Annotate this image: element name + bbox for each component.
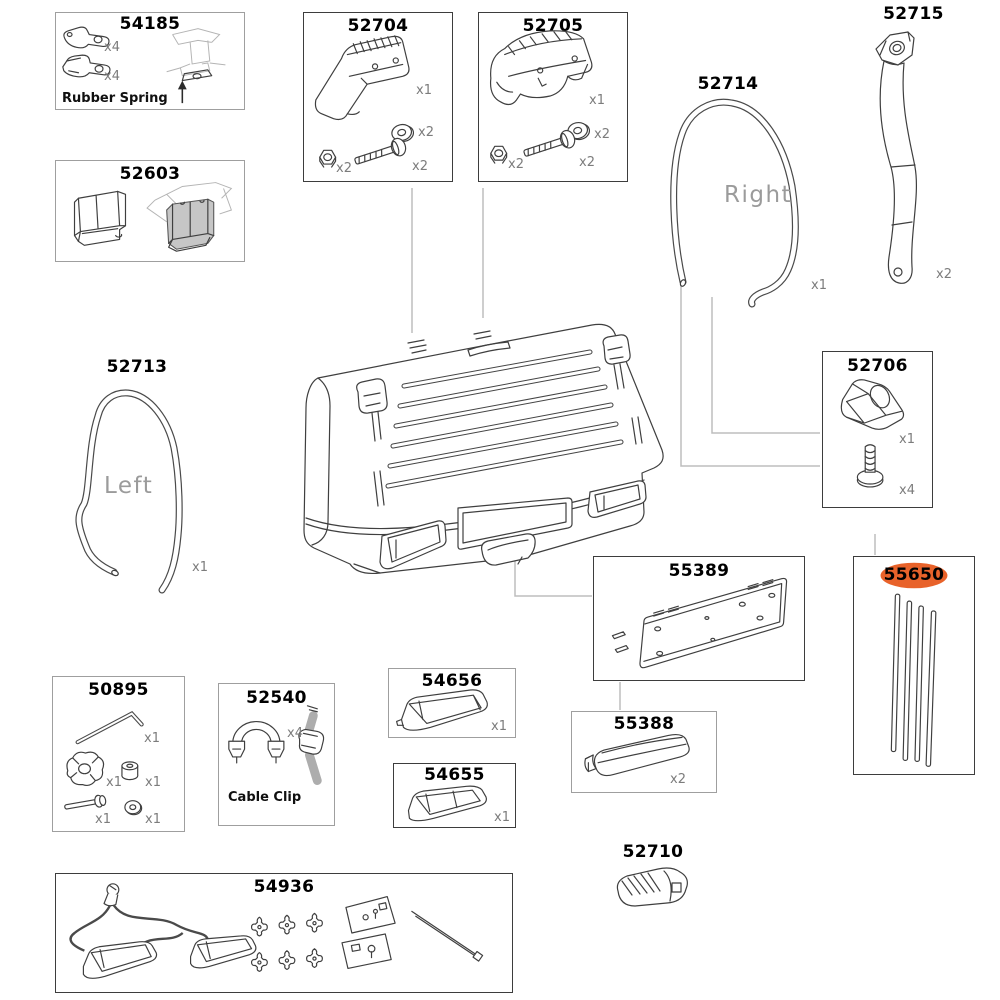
part-number-55389: 55389 xyxy=(668,561,730,581)
part-box-50895[interactable]: 50895 x1 x1 x1 x1 x1 xyxy=(52,676,185,832)
part-illustration-52603 xyxy=(73,182,233,252)
part-illustration-52540 xyxy=(228,705,325,785)
part-illustration-52706 xyxy=(840,379,905,488)
part-illustration-55388 xyxy=(584,733,690,777)
qty-52715: x2 xyxy=(936,267,952,282)
part-illustration-55650 xyxy=(880,562,948,767)
qty-55388: x2 xyxy=(670,772,686,787)
part-illustration-50895 xyxy=(64,711,144,816)
side-label-52713: Left xyxy=(104,473,154,499)
part-group-52713[interactable]: 52713 Left x1 xyxy=(62,358,222,608)
part-number-52713: 52713 xyxy=(106,357,168,377)
part-number-55650: 55650 xyxy=(883,565,945,585)
qty-52714: x1 xyxy=(811,278,827,293)
part-illustration-54656 xyxy=(396,689,488,731)
part-group-52715[interactable]: 52715 x2 xyxy=(866,5,961,290)
part-illustration-54185 xyxy=(62,26,226,104)
qty-52704-bolt: x2 xyxy=(412,159,428,174)
part-illustration-55389 xyxy=(611,577,788,669)
part-number-54936: 54936 xyxy=(253,877,315,897)
caption-54185: Rubber Spring xyxy=(62,91,168,106)
part-number-50895: 50895 xyxy=(88,680,149,700)
qty-52704-nut: x2 xyxy=(336,161,352,176)
qty-52706-bracket: x1 xyxy=(899,432,915,447)
qty-52705-cover: x1 xyxy=(589,93,605,108)
cargo-box-illustration xyxy=(292,312,672,604)
part-box-55650[interactable]: 55650 xyxy=(853,556,975,775)
part-box-54656[interactable]: 54656 x1 xyxy=(388,668,516,738)
part-number-52710: 52710 xyxy=(622,842,684,862)
qty-52704-housing: x1 xyxy=(416,83,432,98)
part-box-52603[interactable]: 52603 xyxy=(55,160,245,262)
part-number-52704: 52704 xyxy=(347,16,409,36)
part-group-52714[interactable]: 52714 Right x1 xyxy=(668,70,833,310)
caption-52540: Cable Clip xyxy=(228,790,302,805)
part-number-55388: 55388 xyxy=(613,714,675,734)
qty-52540: x4 xyxy=(287,726,303,741)
part-illustration-54655 xyxy=(407,785,487,822)
qty-52713: x1 xyxy=(192,560,208,575)
part-illustration-52704 xyxy=(314,35,415,168)
part-number-52705: 52705 xyxy=(522,16,584,36)
part-box-54936[interactable]: 54936 xyxy=(55,873,513,993)
part-illustration-52715 xyxy=(875,31,918,284)
part-box-55389[interactable]: 55389 xyxy=(593,556,805,681)
part-box-55388[interactable]: 55388 x2 xyxy=(571,711,717,793)
part-box-52706[interactable]: 52706 x1 x4 xyxy=(822,351,933,508)
part-number-52706: 52706 xyxy=(847,356,908,376)
qty-52704-washer: x2 xyxy=(418,125,434,140)
part-box-54655[interactable]: 54655 x1 xyxy=(393,763,516,828)
qty-50895-bolt: x1 xyxy=(95,812,111,827)
part-box-52540[interactable]: 52540 x4 Cable Clip xyxy=(218,683,335,826)
part-illustration-52713 xyxy=(75,389,183,594)
part-number-54185: 54185 xyxy=(119,14,181,34)
qty-54185-lever-a: x4 xyxy=(104,40,120,55)
qty-52706-screw: x4 xyxy=(899,483,915,498)
highlight-ellipse-55650 xyxy=(880,562,948,589)
part-box-52705[interactable]: 52705 xyxy=(478,12,628,182)
qty-52705-nut: x2 xyxy=(508,157,524,172)
part-box-52704[interactable]: 52704 xyxy=(303,12,453,182)
part-number-52540: 52540 xyxy=(246,688,307,708)
part-number-54655: 54655 xyxy=(424,765,485,785)
part-illustration-52714 xyxy=(670,98,799,308)
part-illustration-52705 xyxy=(489,30,593,164)
qty-54655: x1 xyxy=(494,810,510,825)
side-label-52714: Right xyxy=(724,182,793,208)
qty-54185-lever-b: x4 xyxy=(104,69,120,84)
qty-50895-knob: x1 xyxy=(106,775,122,790)
part-illustration-52710 xyxy=(616,867,688,907)
qty-50895-spacer: x1 xyxy=(145,775,161,790)
part-number-52603: 52603 xyxy=(119,164,181,184)
qty-54656: x1 xyxy=(491,719,507,734)
part-number-52715: 52715 xyxy=(883,4,944,24)
part-group-52710[interactable]: 52710 xyxy=(598,843,708,911)
part-number-52714: 52714 xyxy=(697,74,759,94)
part-illustration-54936 xyxy=(69,883,484,979)
part-number-54656: 54656 xyxy=(421,671,483,691)
qty-50895-washer: x1 xyxy=(145,812,161,827)
qty-50895-allen-key: x1 xyxy=(144,731,160,746)
qty-52705-washer: x2 xyxy=(594,127,610,142)
part-box-54185[interactable]: 54185 x4 x4 Rubber Spring xyxy=(55,12,245,110)
qty-52705-bolt: x2 xyxy=(579,155,595,170)
